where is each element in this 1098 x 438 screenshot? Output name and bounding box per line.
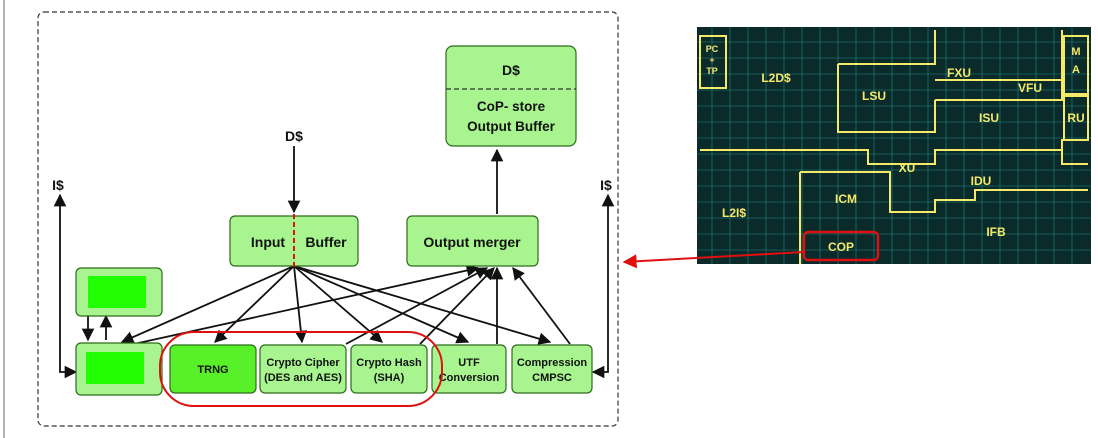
die-label-pc-line2: + [709, 55, 714, 65]
unit-compression: Compression CMPSC [511, 344, 593, 394]
die-label-a: A [1072, 64, 1080, 76]
output-merger-box: Output merger [406, 215, 539, 267]
arrow-icache-right [591, 193, 615, 379]
unit-compress-label-line1: Compression [517, 357, 588, 369]
die-label-m: M [1071, 46, 1080, 58]
die-label-fxu: FXU [947, 66, 971, 80]
die-label-pc-line3: TP [706, 66, 718, 76]
unit-cipher-label-line2: (DES and AES) [264, 372, 342, 384]
dcache-input-label: D$ [285, 128, 303, 144]
arrow-input-to-left-box [120, 265, 295, 344]
arrows [53, 146, 615, 379]
unit-trng: TRNG [169, 344, 257, 394]
unit-utf-label-line2: Conversion [439, 372, 500, 384]
die-label-xu: XU [899, 161, 916, 175]
unit-crypto-cipher: Crypto Cipher (DES and AES) [259, 344, 347, 394]
cop-pointer-arrow [622, 251, 805, 269]
cop-highlight [802, 230, 880, 262]
cache-title: D$ [502, 62, 520, 78]
die-label-vfu: VFU [1018, 81, 1042, 95]
arrow-input-to-hash [293, 265, 383, 343]
die-label-ifb: IFB [986, 225, 1006, 239]
cache-subtitle-line1: CoP- store [477, 99, 546, 114]
arrow-input-to-cipher [293, 265, 308, 344]
cache-output-buffer-box: D$ CoP- store Output Buffer [445, 45, 577, 147]
die-label-lsu: LSU [862, 89, 886, 103]
die-unit-borders [699, 30, 1089, 264]
unit-compress-label-line2: CMPSC [532, 372, 572, 384]
unit-utf-conversion: UTF Conversion [431, 344, 507, 394]
icache-right-label: I$ [600, 177, 612, 193]
crypto-highlight-oval [159, 331, 443, 407]
arrow-icache-left [53, 193, 78, 379]
left-top-box [75, 267, 163, 317]
die-circuitry [697, 27, 1091, 264]
die-label-idu: IDU [971, 174, 992, 188]
coprocessor-frame [37, 11, 619, 427]
die-label-isu: ISU [979, 111, 999, 125]
die-label-ru: RU [1067, 111, 1084, 125]
unit-hash-label-line2: (SHA) [374, 372, 405, 384]
die-label-l2d: L2D$ [761, 71, 791, 85]
output-merger-label: Output merger [423, 234, 521, 250]
icache-left-label: I$ [52, 177, 64, 193]
input-buffer-box: Input Buffer [229, 214, 359, 268]
input-buffer-label-left: Input [251, 234, 286, 250]
arrow-input-to-trng [214, 265, 295, 343]
die-label-cop: COP [828, 240, 854, 254]
die-label-icm: ICM [835, 192, 857, 206]
cache-subtitle-line2: Output Buffer [467, 119, 555, 134]
arrow-hash-to-merger [419, 267, 495, 345]
die-photo: PC + TP L2D$ LSU FXU VFU M A ISU RU XU I… [697, 27, 1091, 264]
input-buffer-label-right: Buffer [305, 234, 347, 250]
left-bottom-box [75, 342, 163, 396]
unit-crypto-hash: Crypto Hash (SHA) [350, 344, 428, 394]
unit-hash-label-line1: Crypto Hash [356, 357, 422, 369]
arrow-compress-to-merger [512, 266, 571, 345]
unit-utf-label-line1: UTF [458, 357, 480, 369]
unit-trng-label: TRNG [197, 364, 228, 376]
arrow-input-to-utf [293, 265, 470, 344]
die-label-l2i: L2I$ [722, 206, 746, 220]
unit-cipher-label-line1: Crypto Cipher [266, 357, 340, 369]
die-label-pc-line1: PC [706, 44, 719, 54]
